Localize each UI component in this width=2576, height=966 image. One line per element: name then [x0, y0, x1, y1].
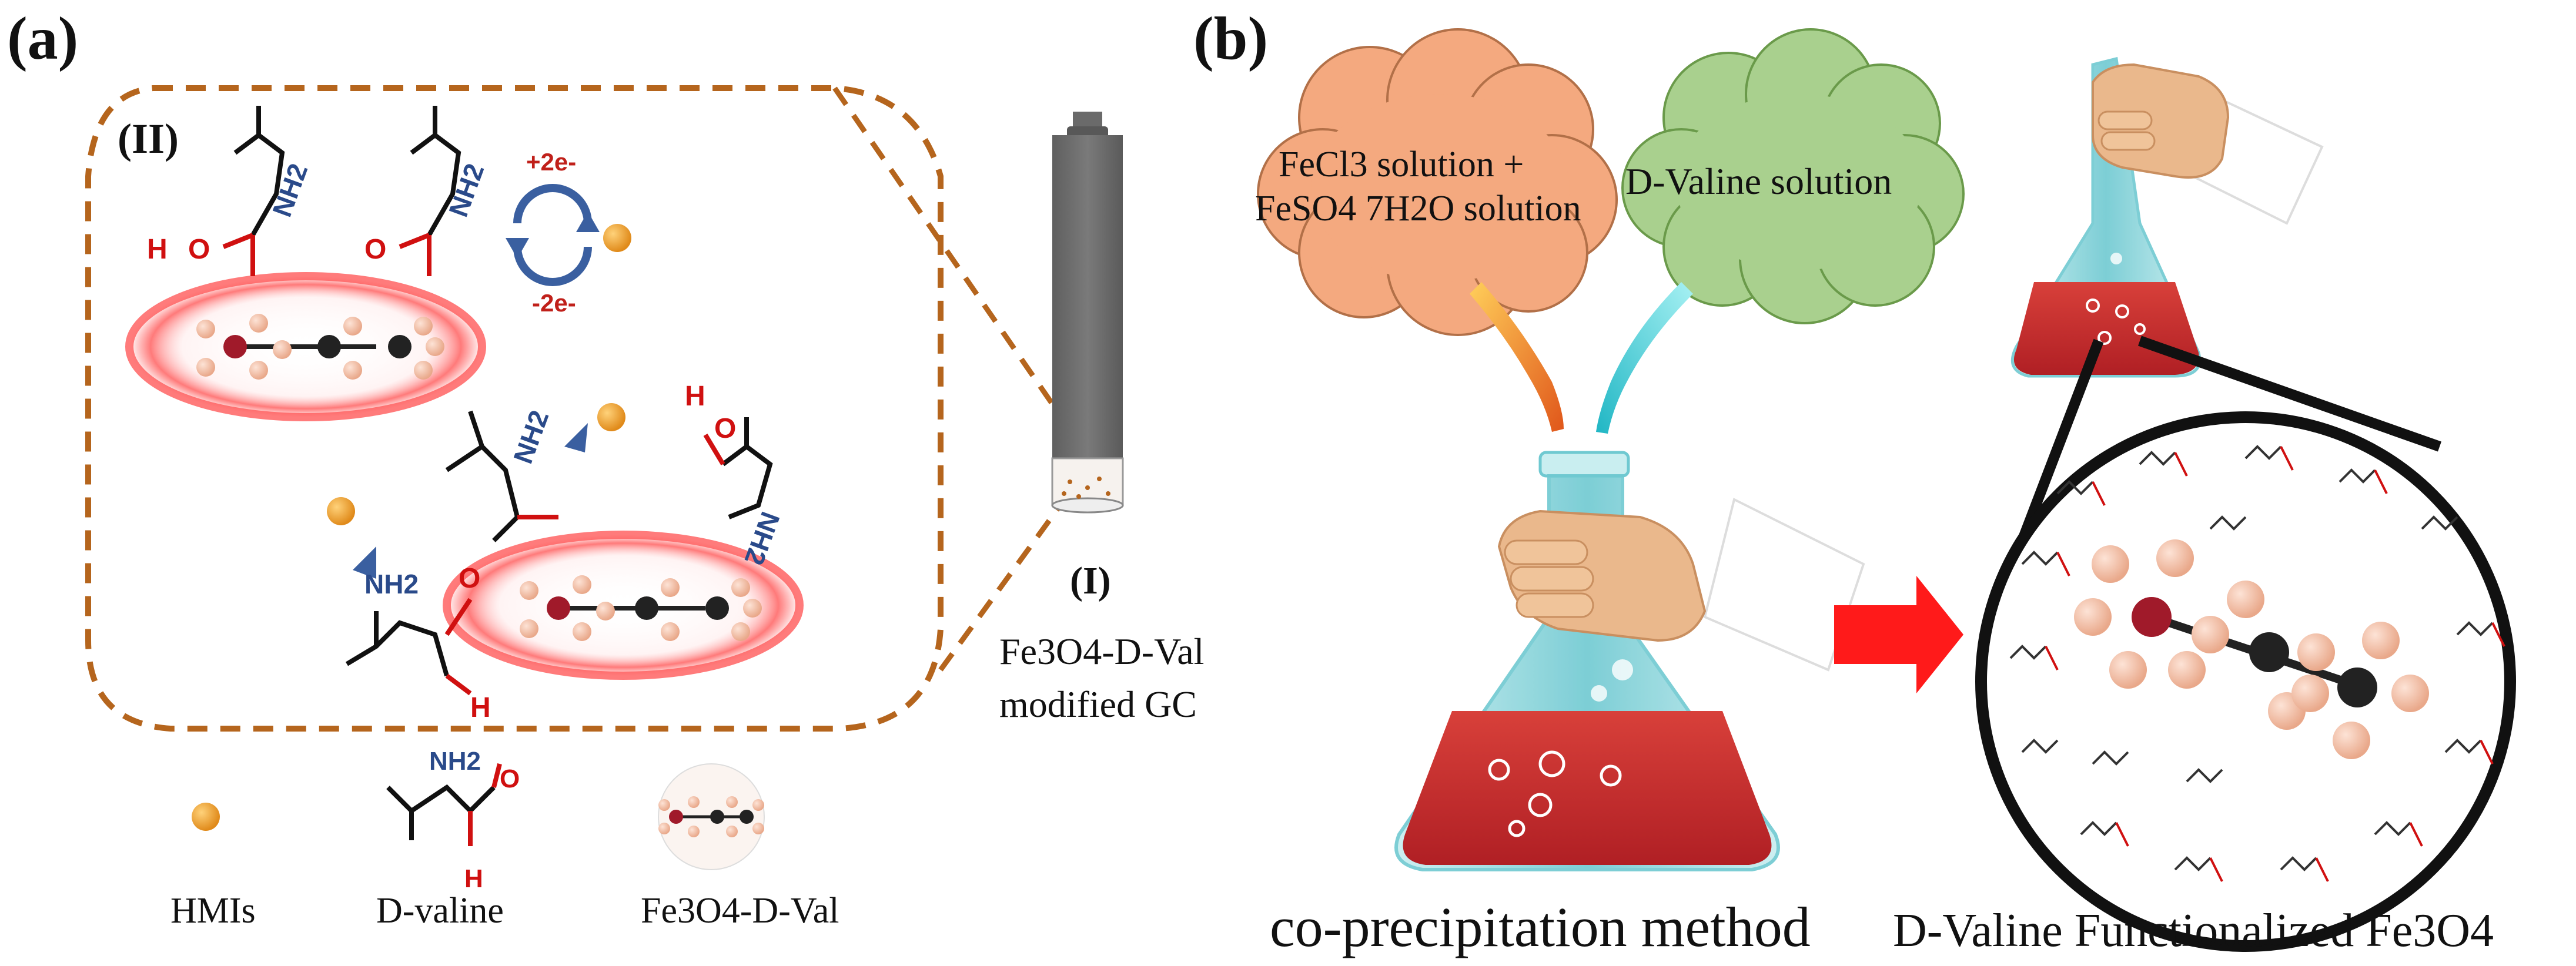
hmi-ball-1 — [597, 403, 625, 431]
zoom-line-top — [832, 86, 1084, 448]
d-valine-molecule-4 — [703, 417, 773, 519]
legend-hmi-ball — [192, 803, 220, 831]
electrode-caption-line1: Fe3O4-D-Val — [999, 630, 1204, 672]
binding-arrow-1 — [564, 423, 588, 452]
legend-valine-nh2: NH2 — [429, 747, 481, 776]
valine-4-nh2: NH2 — [739, 508, 786, 569]
legend-fe3o4-d-val-structure — [658, 763, 765, 870]
magnified-carboxyl-marks — [2045, 446, 2505, 882]
magnified-fe3o4-core — [2074, 539, 2429, 759]
valine-1-o: O — [188, 234, 210, 265]
panel-b-label: (b) — [1193, 5, 1268, 72]
valine-3-nh2: NH2 — [507, 406, 554, 467]
electrode-caption-line2: modified GC — [999, 683, 1197, 725]
d-valine-molecule-2 — [399, 106, 461, 276]
fe3o4-cluster-2 — [520, 575, 762, 641]
hand-left — [1497, 498, 1865, 672]
d-valine-molecule-3 — [445, 410, 558, 542]
d-valine-molecule-1 — [222, 106, 285, 276]
binding-arrow-2 — [353, 546, 376, 579]
stream-cyan — [1596, 282, 1693, 434]
caption-co-precipitation: co-precipitation method — [1270, 895, 1811, 958]
flask-top-right — [2010, 56, 2201, 378]
cloud-left-line1: FeCl3 solution + — [1279, 145, 1524, 185]
valine-2-o: O — [364, 234, 386, 265]
caption-functionalized: D-Valine Functionalized Fe3O4 — [1893, 905, 2494, 957]
cloud-right-text: D-Valine solution — [1625, 160, 1892, 202]
zoom-line-b-left — [2017, 338, 2104, 543]
hmi-ball-2 — [327, 497, 355, 525]
valine-1-nh2: NH2 — [266, 159, 313, 220]
valine-1-h: H — [147, 234, 168, 265]
electrode-label: (I) — [1070, 559, 1111, 602]
fe3o4-cluster-1 — [196, 314, 444, 380]
legend-d-valine-label: D-valine — [376, 891, 504, 931]
legend-hmis-label: HMIs — [170, 891, 256, 931]
redox-cycle-icon — [506, 184, 600, 286]
cloud-fe-solution — [1257, 28, 1618, 336]
valine-5-h: H — [470, 692, 491, 723]
stream-orange — [1470, 282, 1564, 432]
nanoparticle-glow-2 — [443, 531, 804, 680]
legend-d-valine-structure — [386, 763, 502, 846]
legend-valine-o: O — [500, 764, 520, 793]
legend-fe3o4-d-val-label: Fe3O4-D-Val — [641, 891, 839, 931]
panel-a-label: (a) — [7, 5, 78, 72]
d-valine-molecule-5 — [345, 598, 473, 696]
gc-electrode — [1051, 112, 1124, 514]
redox-plus-label: +2e- — [526, 148, 576, 176]
valine-5-o: O — [459, 563, 480, 594]
flask-left — [1394, 451, 1780, 871]
process-arrow — [1834, 576, 1963, 693]
cloud-left-line2: FeSO4 7H2O solution — [1255, 189, 1581, 229]
valine-2-nh2: NH2 — [443, 159, 490, 220]
hand-top-right — [2092, 63, 2324, 225]
valine-5-nh2: NH2 — [364, 569, 419, 599]
redox-minus-label: -2e- — [532, 289, 576, 317]
hmi-ball-redox — [603, 224, 631, 252]
valine-4-o: O — [714, 413, 736, 444]
magnified-valine-shell — [2009, 445, 2494, 871]
valine-4-h: H — [685, 381, 705, 412]
inset-label: (II) — [118, 115, 179, 162]
magnified-nanoparticle-view — [1975, 411, 2516, 952]
inset-dashed-outline — [85, 85, 944, 732]
zoom-line-b-right — [2138, 336, 2441, 452]
legend-valine-h: H — [464, 864, 483, 893]
cloud-d-valine-solution — [1621, 28, 1965, 324]
